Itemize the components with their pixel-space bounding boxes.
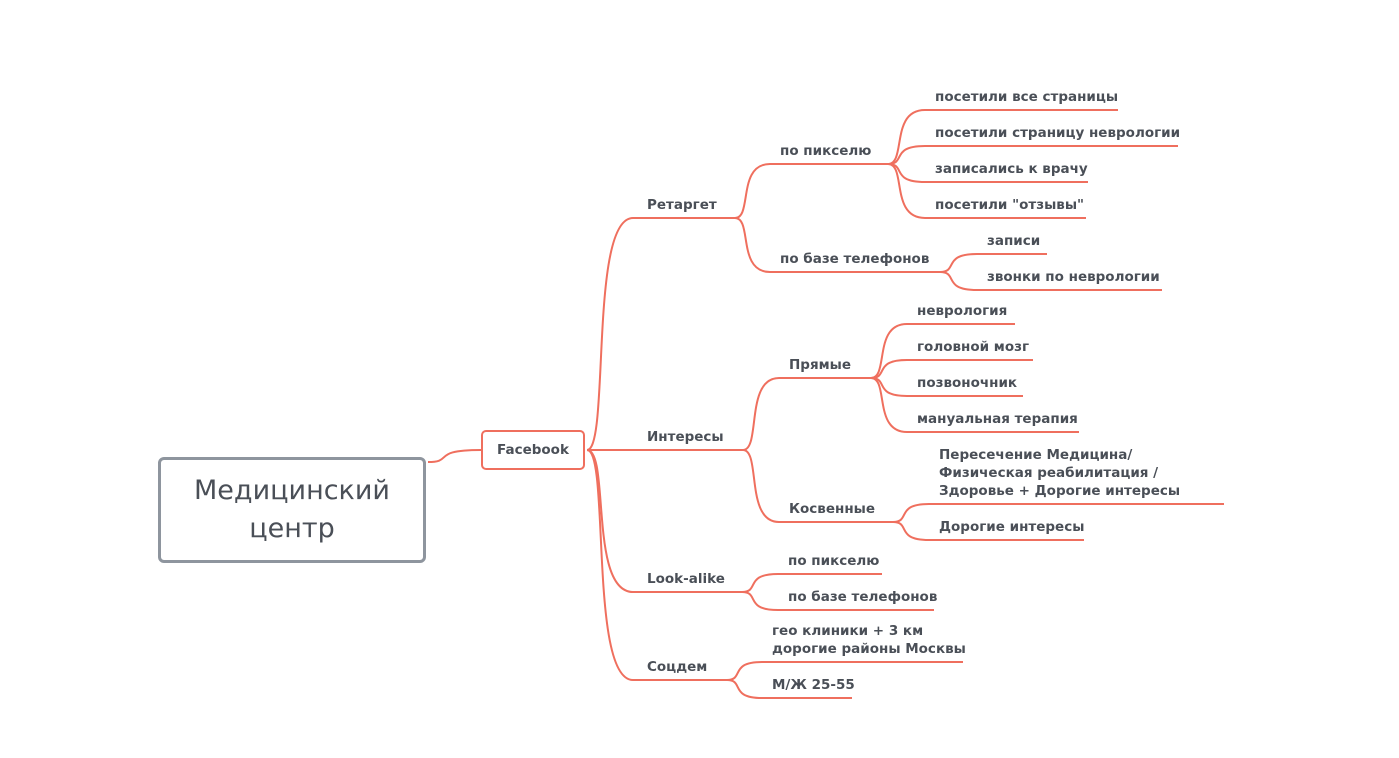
interests-connector	[742, 377, 780, 451]
retarget-pixel[interactable]: по пикселю	[780, 143, 872, 159]
pixel-item[interactable]: посетили страницу неврологии	[935, 125, 1181, 141]
phones-item[interactable]: записи	[987, 233, 1041, 249]
root-connector	[427, 449, 482, 463]
socdem-item[interactable]: М/Ж 25-55	[772, 677, 855, 693]
lookalike-connector	[741, 573, 779, 593]
direct-item[interactable]: позвоночник	[917, 375, 1018, 391]
phones-item[interactable]: звонки по неврологии	[987, 269, 1160, 285]
branch-interests[interactable]: Интересы	[647, 429, 724, 445]
phones-connector	[939, 253, 978, 273]
facebook-node[interactable]: Facebook	[481, 430, 585, 470]
direct-connector	[870, 377, 908, 433]
socdem-item[interactable]: гео клиники + 3 км дорогие районы Москвы	[772, 623, 966, 657]
branch-lookalike[interactable]: Look-alike	[647, 571, 725, 587]
root-node[interactable]: Медицинский центр	[158, 457, 426, 563]
direct-item[interactable]: неврология	[917, 303, 1008, 319]
direct-item[interactable]: мануальная терапия	[917, 411, 1078, 427]
branch-retarget[interactable]: Ретаргет	[647, 197, 717, 213]
interests-direct[interactable]: Прямые	[789, 357, 852, 373]
socdem-connector	[726, 661, 763, 681]
lookalike-item[interactable]: по пикселю	[788, 553, 880, 569]
pixel-connector	[887, 109, 926, 165]
socdem-connector	[726, 679, 763, 699]
phones-connector	[939, 271, 978, 291]
direct-item[interactable]: головной мозг	[917, 339, 1030, 355]
interests-indirect[interactable]: Косвенные	[789, 501, 876, 517]
branch-socdem[interactable]: Соцдем	[647, 659, 708, 675]
lookalike-connector	[741, 591, 779, 611]
retarget-phones[interactable]: по базе телефонов	[780, 251, 930, 267]
facebook-connector	[586, 449, 634, 681]
pixel-item[interactable]: записались к врачу	[935, 161, 1088, 177]
direct-connector	[870, 323, 908, 379]
facebook-label: Facebook	[497, 442, 569, 458]
indirect-item[interactable]: Дорогие интересы	[939, 519, 1085, 535]
facebook-connector	[586, 217, 634, 451]
interests-connector	[742, 449, 780, 523]
indirect-connector	[892, 503, 930, 523]
retarget-connector	[734, 217, 771, 273]
pixel-item[interactable]: посетили все страницы	[935, 89, 1119, 105]
root-label: Медицинский центр	[194, 475, 390, 544]
pixel-connector	[887, 163, 926, 219]
indirect-connector	[892, 521, 930, 541]
pixel-item[interactable]: посетили "отзывы"	[935, 197, 1085, 213]
retarget-connector	[734, 163, 771, 219]
lookalike-item[interactable]: по базе телефонов	[788, 589, 938, 605]
indirect-item[interactable]: Пересечение Медицина/Физическая реабилит…	[939, 447, 1181, 499]
facebook-connector	[586, 449, 634, 593]
